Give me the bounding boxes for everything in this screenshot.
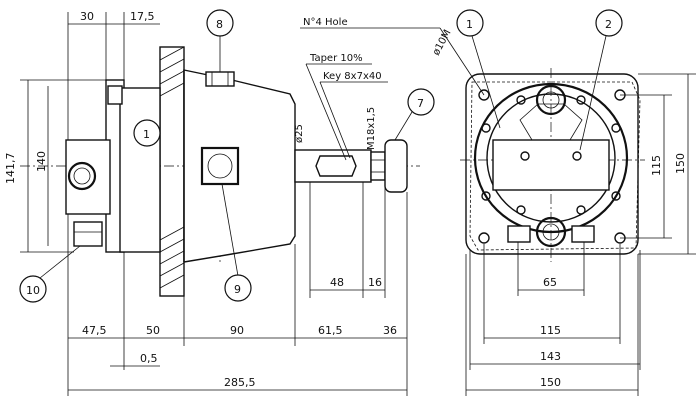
dim-m18: M18x1,5 [366,107,377,150]
callout-8 [206,9,234,37]
dim-36: 36 [383,324,397,337]
dim-143: 143 [540,350,561,363]
dim-115-v: 115 [650,155,663,176]
callout-2 [595,9,623,37]
dim-61-5: 61,5 [318,324,343,337]
callout-10-label: 10 [26,284,40,297]
callout-1-right [456,9,484,37]
dim-141-7: 141,7 [4,153,17,185]
top-boss [205,71,235,87]
dim-47-5: 47,5 [82,324,107,337]
front-right-fitting [571,225,595,243]
dim-285-5: 285,5 [224,376,256,389]
callout-10 [19,275,47,303]
corner-hole-tl [478,89,490,101]
side-view [20,46,420,297]
key-leader [319,81,351,159]
valve-block [65,139,111,215]
front-left-fitting [507,225,531,243]
shaft-key [315,155,357,177]
dim-30: 30 [80,10,94,23]
center-port-circle [207,153,233,179]
dim-115-h: 115 [540,324,561,337]
front-plate-outline [469,81,641,251]
front-plate [465,73,639,255]
dim-90: 90 [230,324,244,337]
callout-1-left [133,119,161,147]
top-fitting [107,85,123,105]
center-port [200,146,240,186]
front-dimensions: N°4 Hole ø10M 65 115 143 150 115 150 [300,17,696,396]
valve-port-inner [73,167,91,185]
shaft-nut [384,139,408,193]
front-body-inner [486,93,616,223]
taper-leader [305,63,347,161]
callout-2-label: 2 [605,18,612,31]
callout-7-label: 7 [417,97,424,110]
dim-0-5: 0,5 [140,352,158,365]
side-dimensions: 30 17,5 141,7 140 ø25 M18x1,5 Taper 10% … [4,10,408,396]
callout-9 [224,274,252,302]
label-hole-diam: ø10M [431,28,454,57]
valve-port [67,161,97,191]
dim-diam-25: ø25 [294,124,305,143]
callout-7 [407,88,435,116]
label-key: Key 8x7x40 [323,71,382,82]
front-callouts: 1 2 [456,9,623,151]
side-callouts: 1 8 9 10 7 [19,9,435,303]
dim-48: 48 [330,276,344,289]
corner-hole-bl [478,232,490,244]
bottom-fitting [73,221,103,247]
flange-hatching [159,46,185,289]
shaft-thread [370,151,386,181]
mounting-flange [159,46,185,297]
front-valve-block [492,139,610,191]
callout-8-label: 8 [216,18,223,31]
callout-9-label: 9 [234,283,241,296]
callout-1-right-label: 1 [466,18,473,31]
dim-150-v: 150 [674,153,687,174]
label-holes: N°4 Hole [303,17,348,28]
front-view [460,68,645,262]
label-taper: Taper 10% [309,53,363,64]
dim-16: 16 [368,276,382,289]
dim-17-5: 17,5 [130,10,155,23]
dim-50: 50 [146,324,160,337]
dim-150-h: 150 [540,376,561,389]
dim-140: 140 [35,151,48,172]
callout-1-left-label: 1 [143,128,150,141]
rear-housing [119,87,161,253]
front-bottom-port [535,216,567,248]
pump-body [183,69,296,263]
front-top-port [535,84,567,116]
dim-65: 65 [543,276,557,289]
front-body [473,82,629,234]
